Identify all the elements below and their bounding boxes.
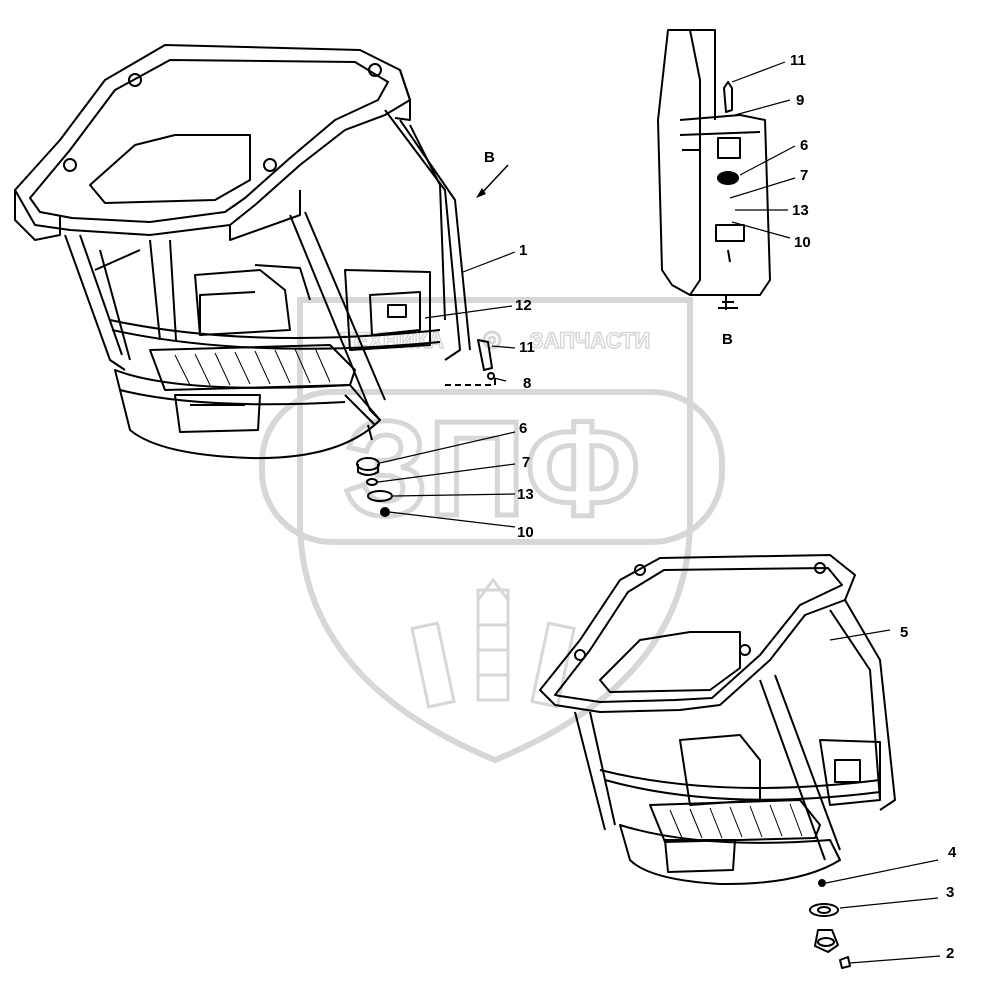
callout-1: 1	[519, 242, 527, 259]
callout-detail-7: 7	[800, 167, 808, 184]
callout-7: 7	[522, 454, 530, 471]
leader-6	[379, 431, 516, 464]
watermark-brand: ЗПФ	[344, 393, 641, 544]
callout-5: 5	[900, 624, 908, 641]
view-b-arrow-label: B	[484, 149, 495, 166]
view-b-arrow: B	[476, 149, 509, 198]
leader-detail-11	[731, 61, 786, 83]
callout-10: 10	[517, 524, 534, 541]
callout-4: 4	[948, 844, 957, 861]
callout-13: 13	[517, 486, 534, 503]
leader-5	[829, 629, 891, 641]
callout-detail-10: 10	[794, 234, 811, 251]
callout-6: 6	[519, 420, 527, 437]
callout-detail-11: 11	[790, 52, 806, 69]
lower-cab-drawing	[539, 554, 896, 969]
watermark: ЗПФ ТЕХНИКА ЗАПЧАСТИ	[259, 297, 725, 764]
leader-12	[424, 305, 513, 319]
watermark-wheat-icon	[410, 577, 576, 709]
leader-detail-6	[739, 145, 796, 176]
watermark-gear-icon	[482, 330, 502, 350]
main-cab-drawing	[14, 44, 496, 517]
callout-detail-13: 13	[792, 202, 809, 219]
watermark-shield	[297, 297, 693, 764]
leader-7	[377, 463, 516, 483]
leader-detail-9	[734, 99, 791, 116]
callouts-lower: 5 4 3 2	[825, 624, 957, 964]
callout-2: 2	[946, 945, 954, 962]
watermark-badge	[259, 389, 725, 545]
callout-3: 3	[946, 884, 954, 901]
leader-4	[825, 859, 939, 884]
leader-11	[491, 345, 516, 349]
detail-view-b-label: B	[722, 331, 733, 348]
leader-10	[388, 511, 516, 528]
callouts-detail: 11 9 6 7 13 10	[729, 52, 811, 251]
callouts-main: 1 12 11 8 6 7 13 10	[377, 242, 535, 541]
leader-8	[493, 377, 507, 382]
callout-8: 8	[523, 375, 531, 392]
leader-1	[462, 251, 516, 273]
leader-3	[839, 897, 939, 909]
callout-detail-6: 6	[800, 137, 808, 154]
callout-11: 11	[519, 339, 535, 356]
leader-detail-7	[729, 177, 796, 199]
watermark-right-word: ЗАПЧАСТИ	[530, 328, 651, 353]
callout-detail-9: 9	[796, 92, 804, 109]
leader-13	[392, 493, 516, 497]
detail-view-b-drawing	[657, 29, 771, 310]
leader-detail-10	[731, 221, 791, 239]
leader-2	[849, 955, 941, 964]
callout-12: 12	[515, 297, 532, 314]
